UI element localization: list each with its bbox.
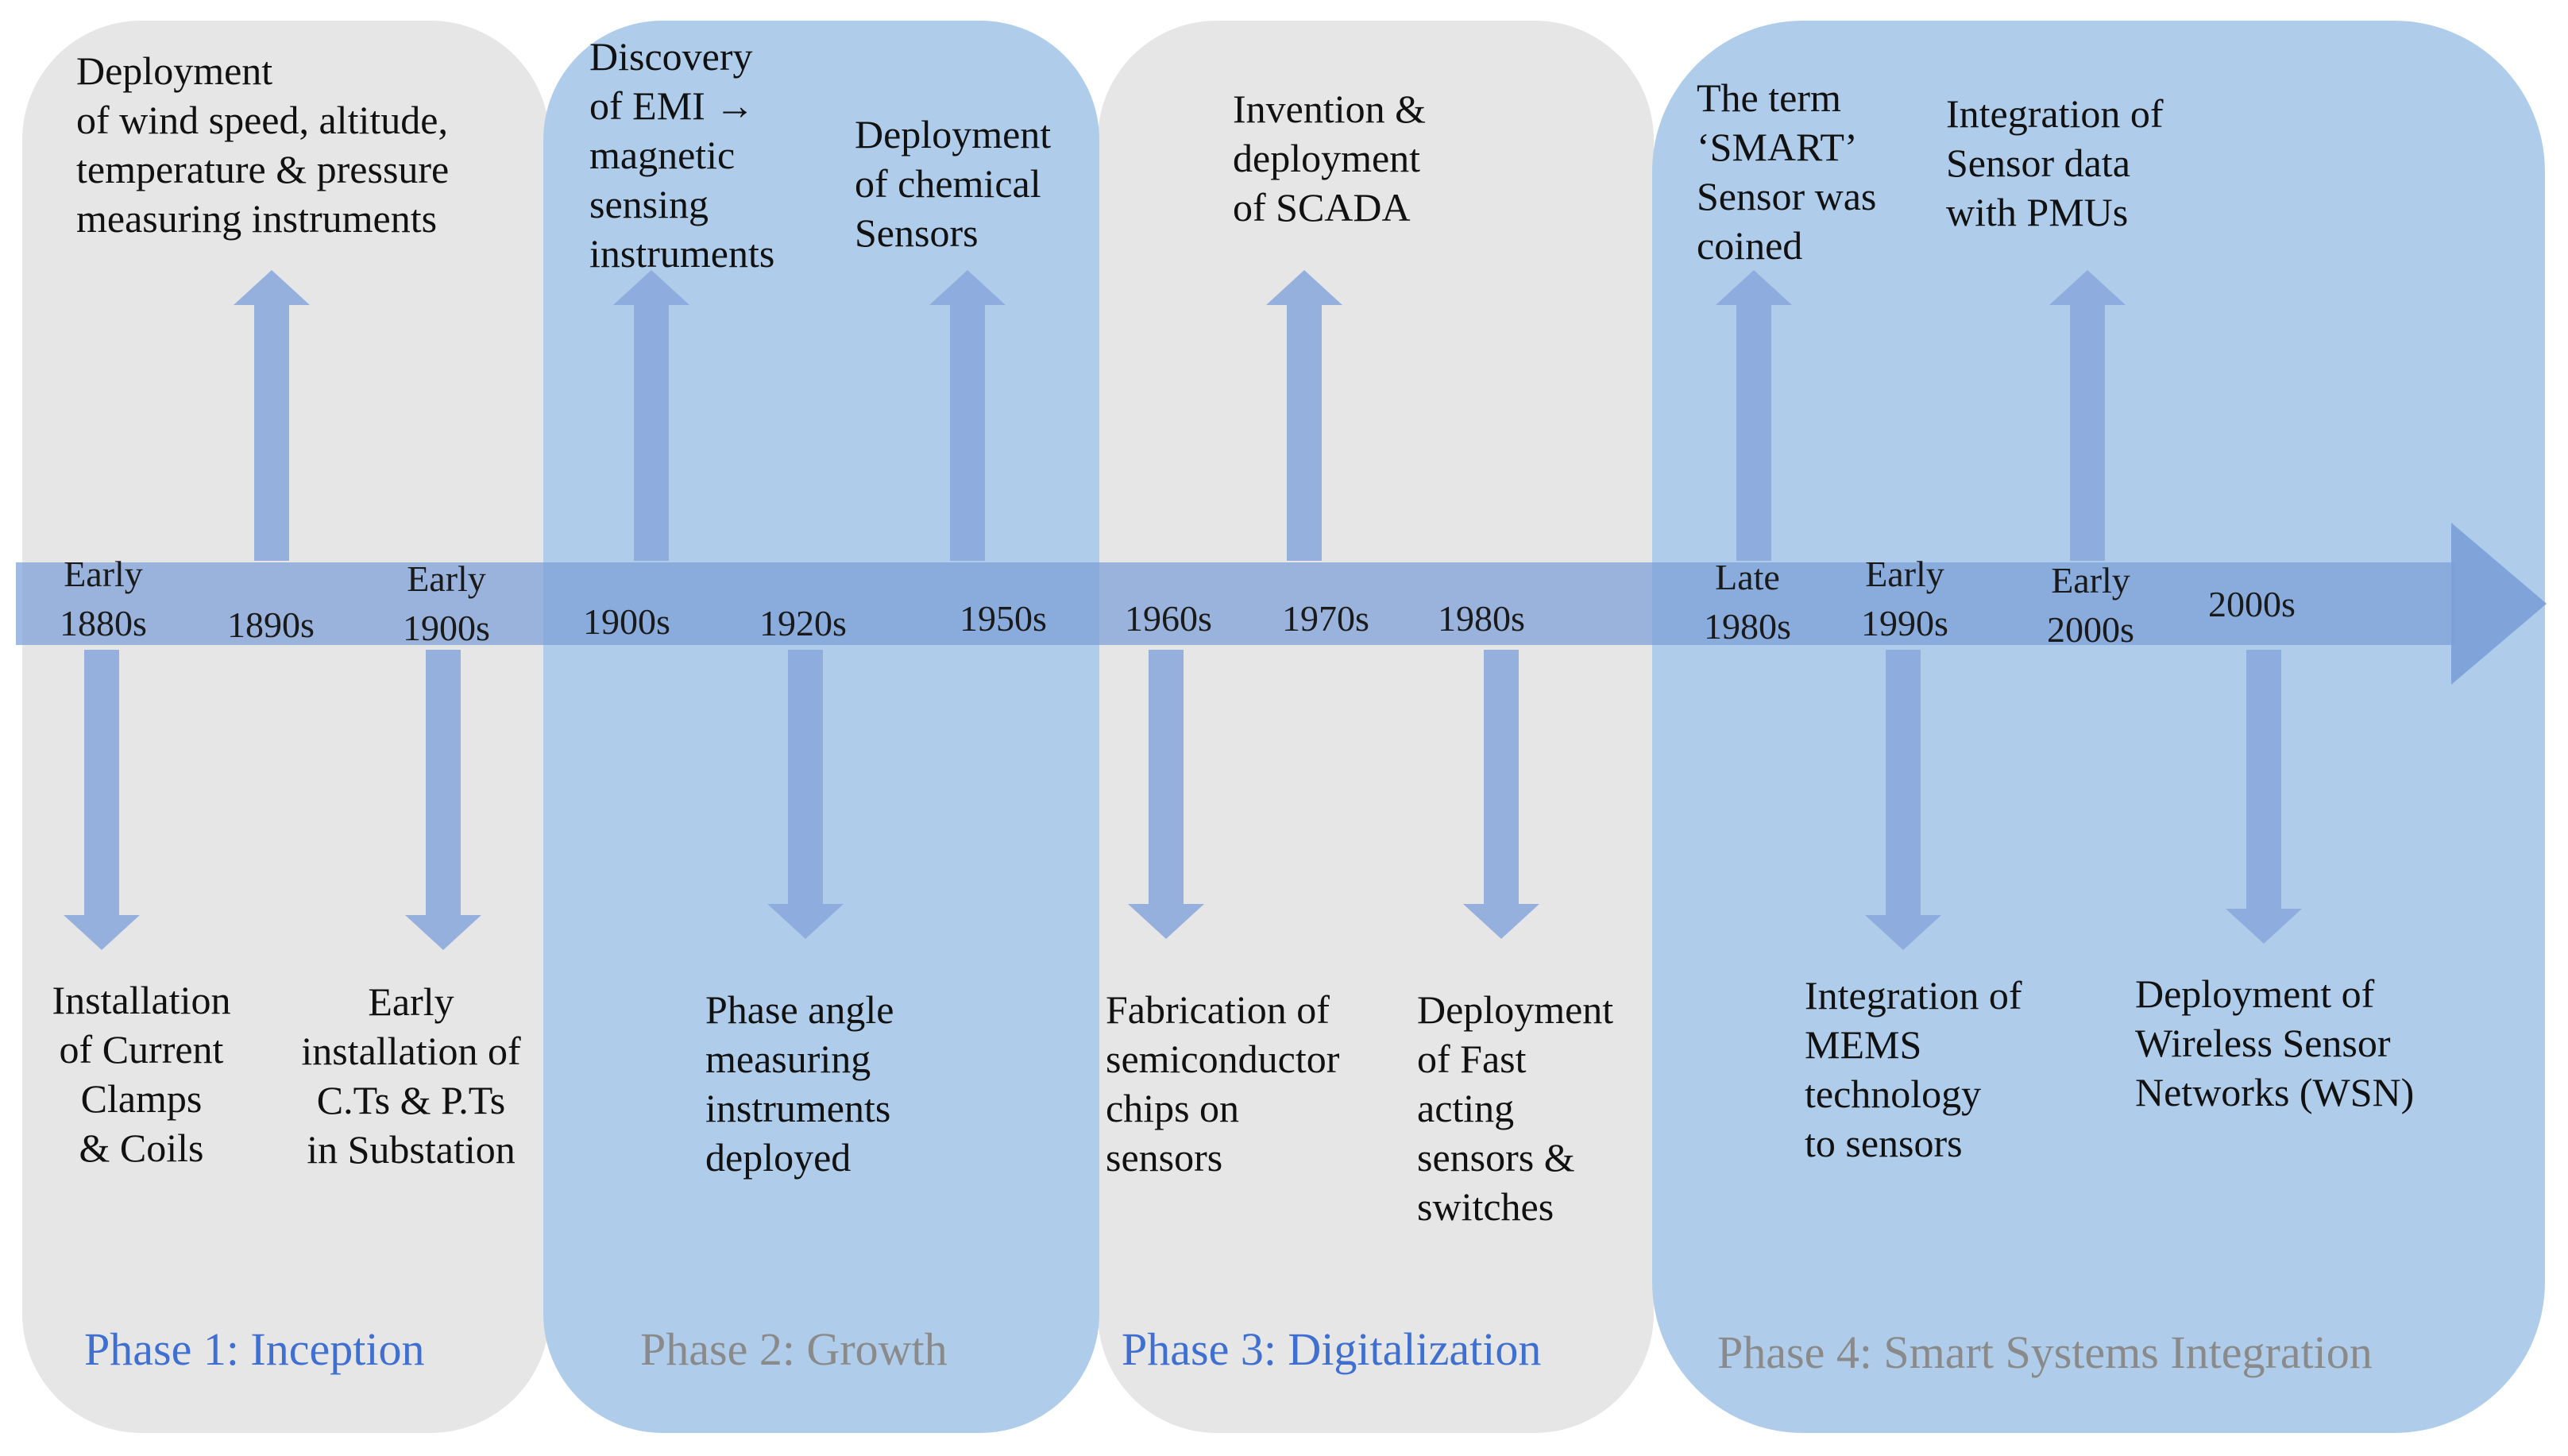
event-down-arrow bbox=[767, 650, 844, 939]
event-above: Invention & deployment of SCADA bbox=[1233, 87, 1427, 230]
year-label: 1920s bbox=[759, 603, 847, 643]
phase-title: Phase 1: Inception bbox=[84, 1323, 425, 1375]
event-down-arrow bbox=[64, 650, 140, 950]
year-label: 1900s bbox=[583, 601, 670, 642]
event-below: Fabrication of semiconductor chips on se… bbox=[1106, 987, 1340, 1180]
phase-title: Phase 2: Growth bbox=[640, 1323, 948, 1375]
timeline-arrow bbox=[16, 523, 2547, 685]
event-down-arrow bbox=[1128, 650, 1204, 939]
event-below: Installation of Current Clamps & Coils bbox=[52, 978, 231, 1170]
year-label: 2000s bbox=[2208, 584, 2296, 624]
year-label: Late 1980s bbox=[1704, 557, 1791, 647]
year-label: 1980s bbox=[1438, 598, 1525, 639]
year-label: Early 1900s bbox=[403, 558, 490, 648]
event-up-arrow bbox=[929, 270, 1006, 561]
event-above: Integration of Sensor data with PMUs bbox=[1946, 91, 2164, 234]
phase-title: Phase 3: Digitalization bbox=[1122, 1323, 1542, 1375]
year-label: Early 2000s bbox=[2047, 560, 2134, 650]
year-label: 1960s bbox=[1125, 598, 1212, 639]
event-below: Deployment of Fast acting sensors & swit… bbox=[1417, 987, 1614, 1229]
event-below: Deployment of Wireless Sensor Networks (… bbox=[2135, 971, 2415, 1114]
event-down-arrow bbox=[1865, 650, 1941, 950]
event-below: Integration of MEMS technology to sensor… bbox=[1805, 973, 2022, 1165]
event-above: Deployment of chemical Sensors bbox=[855, 112, 1052, 255]
event-below: Phase angle measuring instruments deploy… bbox=[705, 987, 894, 1180]
event-above: Discovery of EMI → magnetic sensing inst… bbox=[589, 34, 775, 276]
year-label: 1950s bbox=[960, 598, 1047, 639]
event-down-arrow bbox=[1463, 650, 1539, 939]
phase-4-panel bbox=[1652, 21, 2545, 1433]
event-up-arrow bbox=[613, 270, 689, 561]
event-above: The term ‘SMART’ Sensor was coined bbox=[1697, 75, 1877, 268]
year-label: 1890s bbox=[227, 604, 315, 645]
event-up-arrow bbox=[1716, 270, 1792, 561]
event-up-arrow bbox=[2049, 270, 2126, 561]
year-label: Early 1990s bbox=[1861, 554, 1948, 643]
event-up-arrow bbox=[234, 270, 310, 561]
year-label: 1970s bbox=[1282, 598, 1369, 639]
event-up-arrow bbox=[1266, 270, 1342, 561]
event-below: Early installation of C.Ts & P.Ts in Sub… bbox=[301, 979, 521, 1172]
event-above: Deployment of wind speed, altitude, temp… bbox=[76, 48, 450, 241]
phase-title: Phase 4: Smart Systems Integration bbox=[1717, 1327, 2373, 1378]
event-down-arrow bbox=[405, 650, 481, 950]
phase-3-panel bbox=[1098, 21, 1654, 1433]
year-label: Early 1880s bbox=[60, 554, 147, 643]
event-down-arrow bbox=[2226, 650, 2302, 944]
